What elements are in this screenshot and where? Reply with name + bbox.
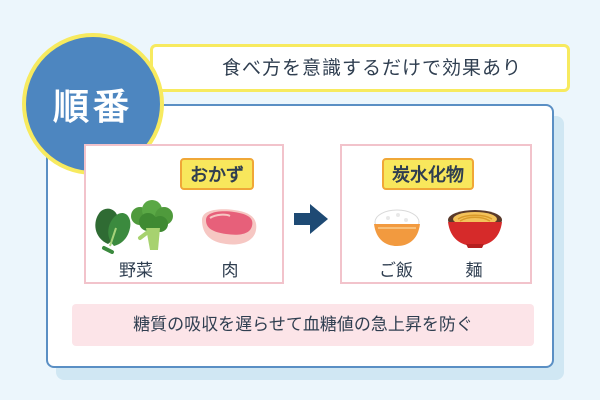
badge-text: 順番 (52, 87, 133, 128)
headline-text: 食べ方を意識するだけで効果あり (221, 57, 522, 79)
rice-label: ご飯 (379, 261, 413, 281)
vegetable-label: 野菜 (119, 261, 153, 281)
noodle-bowl-icon (448, 210, 502, 248)
meat-label: 肉 (221, 261, 239, 281)
headline-banner (150, 44, 570, 92)
meat-icon (202, 209, 257, 245)
noodle-label: 麺 (465, 261, 483, 281)
carbohydrate-tag: 炭水化物 (382, 158, 474, 190)
arrow-right-icon (294, 204, 328, 234)
note-box (72, 304, 534, 346)
rice-bowl-icon (374, 209, 420, 246)
broccoli-spinach-icon (95, 200, 173, 254)
side-dish-tag: おかず (180, 158, 254, 190)
note-text: 糖質の吸収を遅らせて血糖値の急上昇を防ぐ (133, 315, 473, 335)
